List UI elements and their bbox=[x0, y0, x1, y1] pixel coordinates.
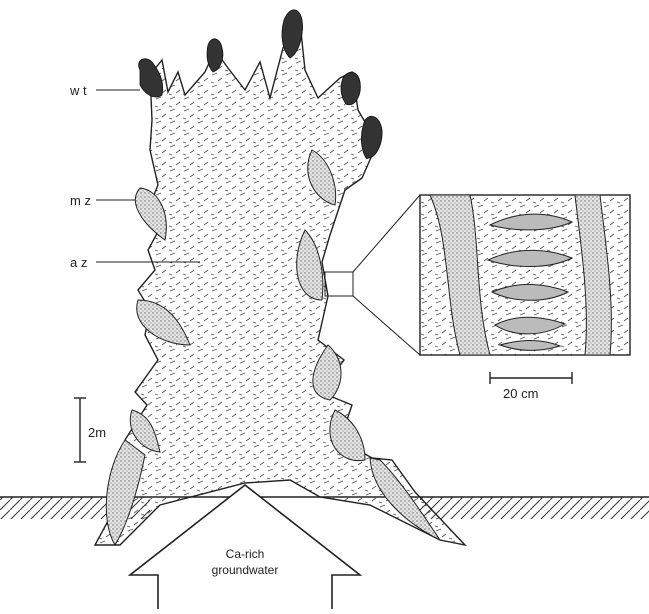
label-mz: m z bbox=[70, 193, 91, 208]
inset-scale-bar bbox=[489, 372, 573, 384]
callout-lines bbox=[324, 194, 421, 356]
scale-vertical-label: 2m bbox=[88, 425, 106, 440]
groundwater-label-line1: Ca-rich bbox=[226, 547, 265, 561]
scale-inset-label: 20 cm bbox=[503, 386, 538, 401]
root-tip-clusters bbox=[138, 9, 383, 159]
marginal-zones bbox=[105, 149, 442, 546]
groundwater-arrow bbox=[127, 483, 363, 609]
label-wt: w t bbox=[69, 83, 87, 98]
inset-magnified-view bbox=[419, 194, 631, 356]
rhizolith-body bbox=[93, 20, 468, 547]
vertical-scale-bar bbox=[74, 397, 86, 463]
leader-lines bbox=[96, 89, 200, 263]
label-az: a z bbox=[70, 255, 87, 270]
groundwater-label-line2: groundwater bbox=[212, 563, 279, 577]
ground-surface bbox=[0, 496, 649, 519]
